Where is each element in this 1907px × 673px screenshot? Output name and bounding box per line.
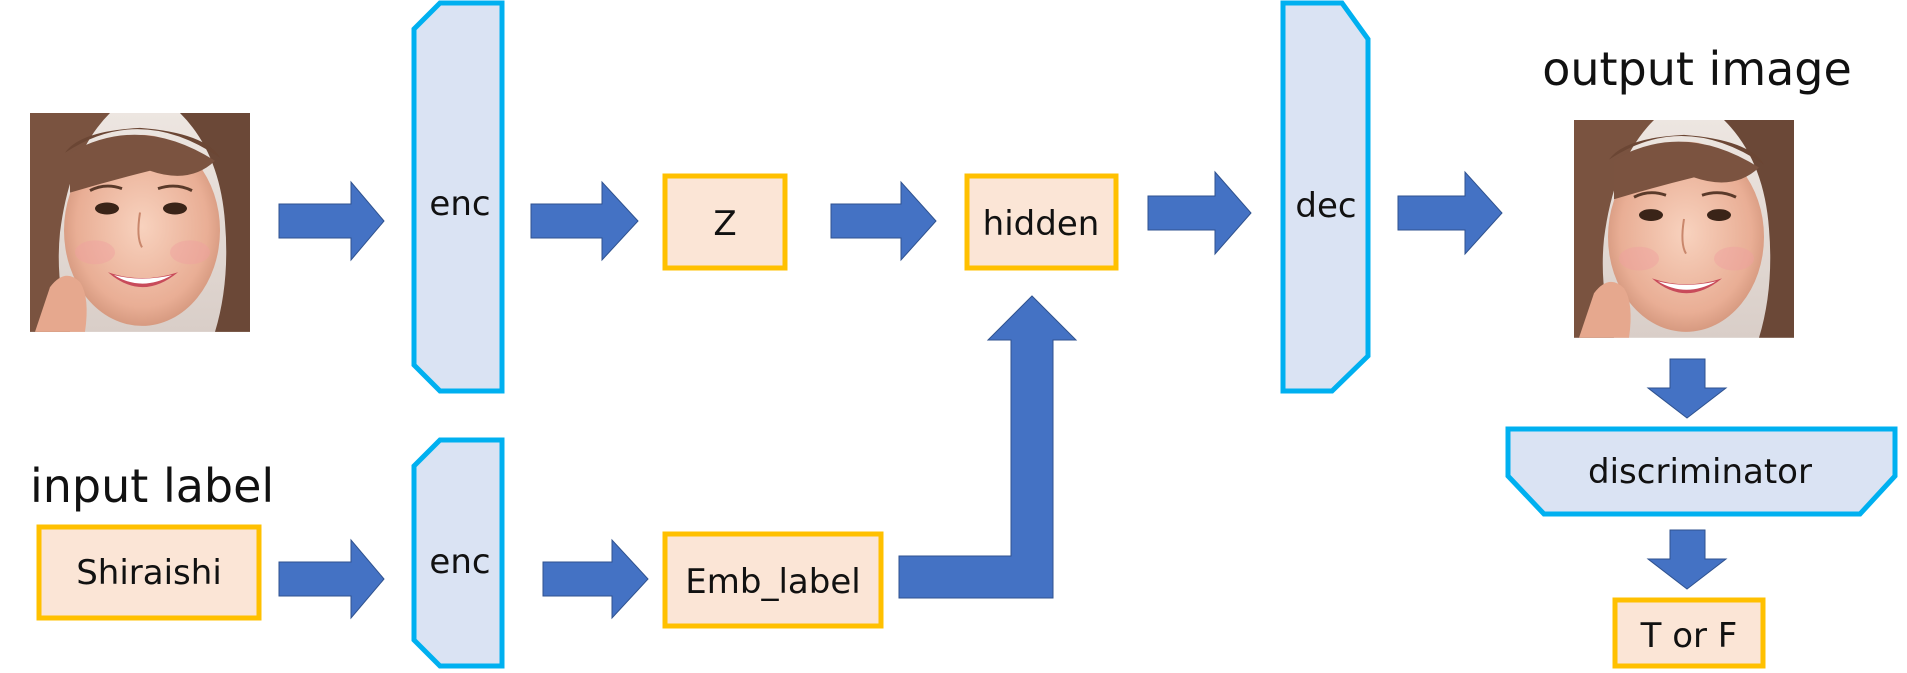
input-face-image — [28, 111, 252, 334]
decoder-label: dec — [1295, 186, 1356, 226]
arrow-image-to-enc — [278, 180, 385, 262]
arrow-enc-to-emb — [542, 538, 649, 620]
encoder-bottom: enc — [411, 437, 505, 669]
label-input-text: Shiraishi — [76, 553, 222, 593]
output-face-image — [1572, 118, 1796, 340]
input-label-title: input label — [30, 459, 274, 513]
encoder-bottom-label: enc — [429, 542, 490, 582]
arrow-hidden-to-dec — [1147, 170, 1252, 256]
arrow-z-to-hidden — [830, 180, 937, 262]
hidden-label: hidden — [983, 204, 1100, 244]
latent-z-label: Z — [713, 204, 736, 244]
arrow-discriminator-to-result — [1646, 529, 1728, 590]
latent-z-box: Z — [662, 173, 788, 271]
arrow-label-to-enc — [278, 538, 385, 620]
arrow-output-to-discriminator — [1646, 358, 1728, 419]
discriminator-label: discriminator — [1588, 452, 1812, 492]
result-box: T or F — [1612, 597, 1766, 669]
arrow-enc-to-z — [530, 180, 639, 262]
hidden-box: hidden — [964, 173, 1119, 271]
discriminator: discriminator — [1505, 426, 1898, 517]
encoder-top: enc — [411, 0, 505, 394]
label-input-box: Shiraishi — [36, 524, 262, 621]
embedding-label-text: Emb_label — [685, 562, 860, 602]
arrow-dec-to-output — [1397, 170, 1503, 256]
embedding-label-box: Emb_label — [662, 531, 884, 629]
encoder-top-label: enc — [429, 184, 490, 224]
arrow-emb-to-hidden — [898, 295, 1078, 599]
decoder: dec — [1280, 0, 1371, 394]
output-image-title: output image — [1542, 42, 1852, 96]
result-label: T or F — [1640, 616, 1738, 656]
